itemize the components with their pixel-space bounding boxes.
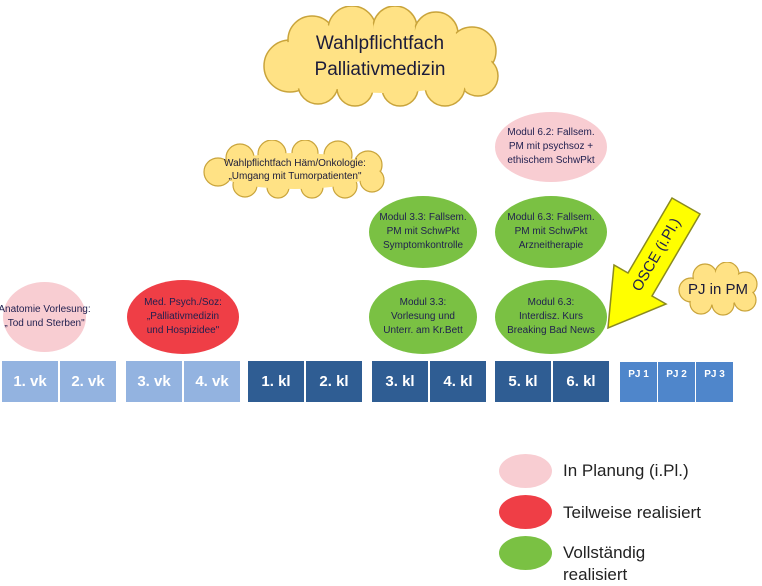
legend-label-in-planung: In Planung (i.Pl.) bbox=[563, 461, 689, 480]
module-text: Anatomie Vorlesung: bbox=[0, 304, 91, 315]
legend-label-teilweise: Teilweise realisiert bbox=[563, 503, 701, 522]
module-text: Symptomkontrolle bbox=[382, 240, 464, 251]
osce-arrow-shape bbox=[607, 196, 702, 330]
semester-3-vk: 3. vk bbox=[126, 361, 182, 402]
module-6-3-interdisz-kurs: Modul 6.3: Interdisz. Kurs Breaking Bad … bbox=[495, 280, 607, 354]
semester-4-vk: 4. vk bbox=[184, 361, 240, 402]
module-3-3-vorlesung: Modul 3.3: Vorlesung und Unterr. am Kr.B… bbox=[369, 280, 477, 354]
osce-arrow bbox=[607, 196, 702, 330]
title-line-2: Palliativmedizin bbox=[314, 59, 446, 80]
semester-5-kl: 5. kl bbox=[495, 361, 551, 402]
module-text: Modul 6.3: bbox=[527, 297, 575, 308]
pj-in-pm-label: PJ in PM bbox=[687, 280, 748, 298]
module-6-3-fallseminar: Modul 6.3: Fallsem. PM mit SchwPkt Arzne… bbox=[495, 196, 607, 268]
pj-in-pm-cloud: PJ in PM bbox=[677, 262, 759, 316]
module-text: „Palliativmedizin bbox=[146, 311, 220, 322]
pj-tertial-2: PJ 2 bbox=[658, 362, 695, 402]
module-anatomie-vorlesung: Anatomie Vorlesung: „Tod und Sterben" bbox=[0, 282, 91, 352]
module-text: Med. Psych./Soz: bbox=[144, 297, 222, 308]
semester-2-kl: 2. kl bbox=[306, 361, 362, 402]
module-text: und Hospizidee" bbox=[146, 325, 220, 336]
haem-cloud-shape bbox=[203, 140, 385, 199]
title-cloud: Wahlpflichtfach Palliativmedizin bbox=[250, 6, 510, 108]
module-text: Modul 6.3: Fallsem. bbox=[507, 212, 595, 223]
legend-dot-teilweise bbox=[499, 495, 552, 529]
legend-dot-in-planung bbox=[499, 454, 552, 488]
module-text: Modul 3.3: bbox=[399, 297, 447, 308]
module-text: Modul 6.2: Fallsem. bbox=[507, 127, 595, 138]
module-text: ethischem SchwPkt bbox=[507, 155, 595, 166]
semester-1-kl: 1. kl bbox=[248, 361, 304, 402]
module-text: PM mit SchwPkt bbox=[386, 226, 460, 237]
module-med-psych-soz: Med. Psych./Soz: „Palliativmedizin und H… bbox=[127, 280, 239, 354]
haem-line-1: Wahlpflichtfach Häm/Onkologie: bbox=[224, 158, 366, 169]
haem-line-2: „Umgang mit Tumorpatienten" bbox=[228, 171, 362, 182]
module-text: Breaking Bad News bbox=[507, 325, 595, 336]
semester-1-vk: 1. vk bbox=[2, 361, 58, 402]
module-text: „Tod und Sterben" bbox=[4, 318, 85, 329]
module-text: Modul 3.3: Fallsem. bbox=[379, 212, 467, 223]
module-6-2-fallseminar: Modul 6.2: Fallsem. PM mit psychsoz + et… bbox=[495, 112, 607, 182]
module-text: Vorlesung und bbox=[391, 311, 455, 322]
title-cloud-shape bbox=[263, 6, 499, 107]
semester-2-vk: 2. vk bbox=[60, 361, 116, 402]
module-text: PM mit psychsoz + bbox=[508, 141, 594, 152]
semester-3-kl: 3. kl bbox=[372, 361, 428, 402]
semester-6-kl: 6. kl bbox=[553, 361, 609, 402]
legend-label-vollstaendig: Vollständig realisiert bbox=[563, 543, 646, 584]
semester-4-kl: 4. kl bbox=[430, 361, 486, 402]
pj-tertial-1: PJ 1 bbox=[620, 362, 657, 402]
module-text: Arzneitherapie bbox=[518, 240, 584, 251]
pj-tertial-3: PJ 3 bbox=[696, 362, 733, 402]
title-line-1: Wahlpflichtfach bbox=[315, 33, 445, 54]
legend-dot-vollstaendig bbox=[499, 536, 552, 570]
pj-cloud-shape bbox=[678, 262, 758, 316]
module-3-3-fallseminar: Modul 3.3: Fallsem. PM mit SchwPkt Sympt… bbox=[369, 196, 477, 268]
module-text: PM mit SchwPkt bbox=[514, 226, 588, 237]
module-text: Unterr. am Kr.Bett bbox=[383, 325, 463, 336]
module-text: Interdisz. Kurs bbox=[519, 311, 583, 322]
haem-onko-cloud: Wahlpflichtfach Häm/Onkologie: „Umgang m… bbox=[200, 140, 390, 200]
